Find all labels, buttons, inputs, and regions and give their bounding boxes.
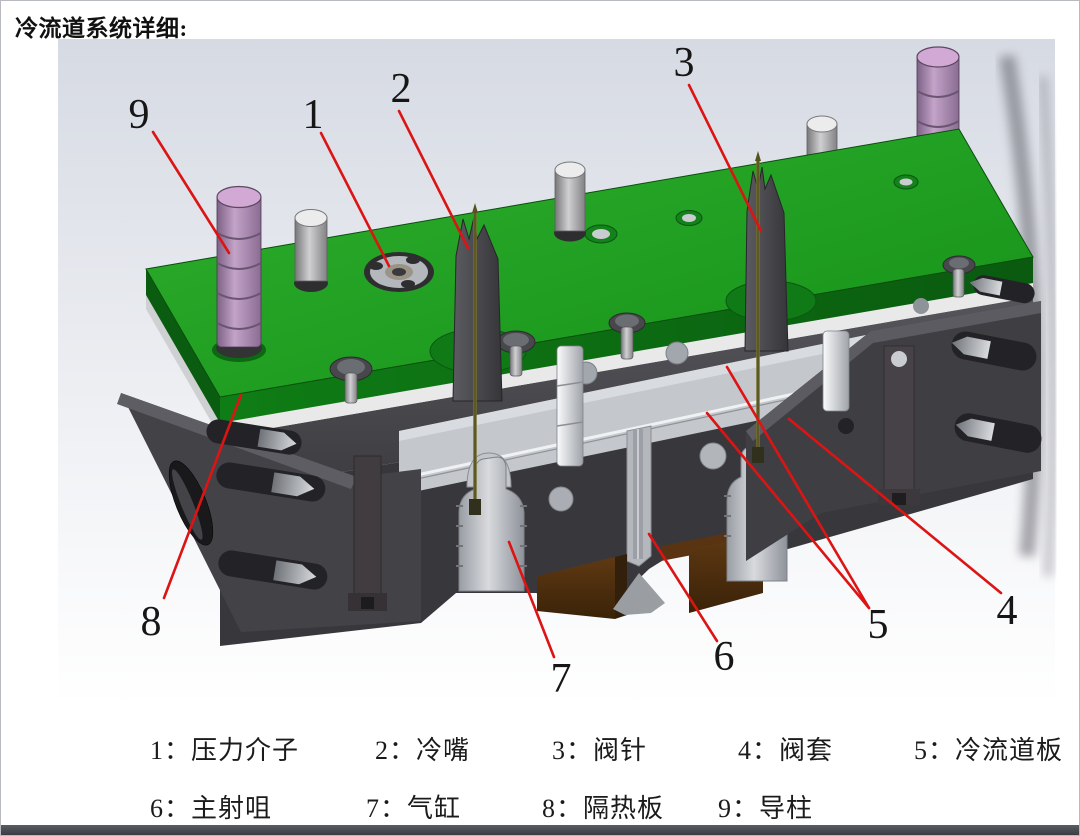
callout-numbers: 9 1 2 3 8 7 6 5 4 [129,40,1018,702]
pocket-slot-r2 [954,413,1042,453]
valve-pin-left [469,203,481,515]
pocket-slot-a [206,419,302,455]
legend-item-5: 5：冷流道板 [914,736,1064,765]
base-block-right [746,275,1042,561]
bottom-edge-bar [1,825,1079,835]
dark-hole [838,418,854,434]
leader-9 [151,130,231,255]
pocket-slot-c [218,550,328,590]
leader-lines [151,83,1003,659]
callout-9: 9 [129,92,150,138]
leader-6 [647,532,719,643]
leader-8 [162,393,243,600]
pocket-slot-r0 [969,275,1035,304]
legend-item-3: 3：阀针 [552,736,648,765]
bore-hole-right [699,442,727,470]
callout-5: 5 [868,602,889,648]
guide-bushing-right [822,330,850,412]
guide-pillar-left [212,185,266,362]
main-sprue-column [626,425,652,567]
callout-6: 6 [714,634,735,680]
callout-8: 8 [141,599,162,645]
pressure-spacer [364,252,434,292]
callout-4: 4 [997,588,1018,634]
callout-1: 1 [303,92,324,138]
leader-7 [507,540,556,659]
leader-4 [787,417,1003,595]
valve-pin-right [752,151,764,463]
bolt-column-left [348,455,387,611]
dowel-pin-mid [554,161,586,242]
bore-hole-band [913,298,929,314]
leader-1 [319,131,391,268]
callout-3: 3 [674,40,695,86]
cap-screw-small [584,174,919,244]
mold-assembly [117,46,1042,646]
callout-2: 2 [391,66,412,112]
leader-5a [725,365,871,610]
legend-item-8: 8：隔热板 [542,794,665,823]
callout-7: 7 [551,656,572,702]
leader-5b [705,411,871,610]
pocket-slot-r1 [951,331,1037,371]
legend-item-4: 4：阀套 [738,736,834,765]
guide-bushing-section [556,345,584,467]
legend-item-7: 7：气缸 [366,794,462,823]
insulation-plate [146,283,1033,437]
bolt-column-right [878,345,920,505]
legend-item-6: 6：主射咀 [150,794,273,823]
legend-item-9: 9：导柱 [718,794,814,823]
cold-nozzle-right [744,166,789,352]
dowel-pin-left [294,209,328,292]
bore-hole-left [548,486,574,512]
legend-item-2: 2：冷嘴 [375,736,471,765]
edge-screw-posts [329,255,976,404]
leader-3 [687,83,763,233]
pocket-slot-b [216,462,326,502]
leader-2 [397,109,470,250]
page-title: 冷流道系统详细: [15,16,188,41]
base-block-left [117,393,421,632]
legend-item-1: 1：压力介子 [150,736,300,765]
